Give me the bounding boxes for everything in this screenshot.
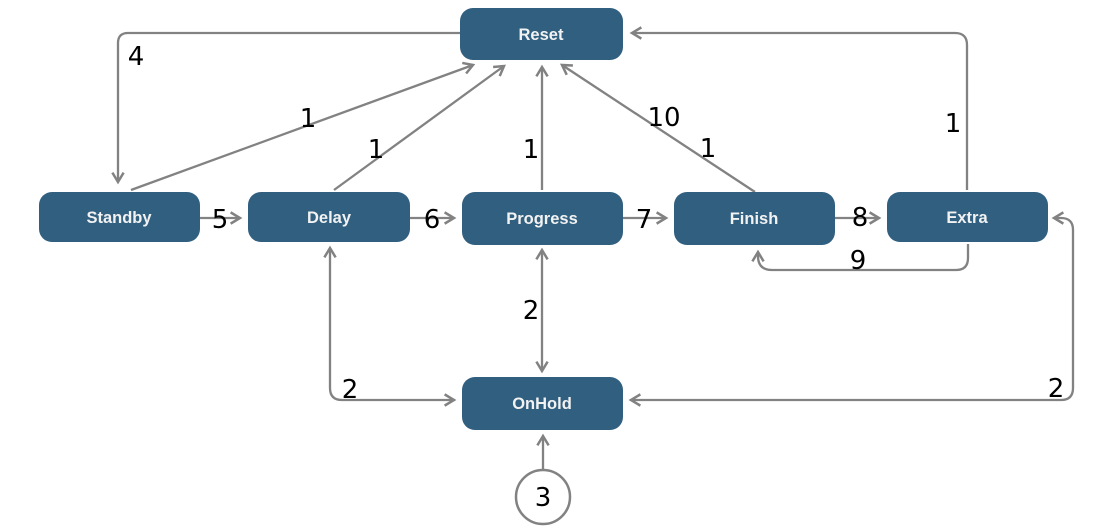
edge-label: 9: [850, 246, 867, 276]
node-label-onhold: OnHold: [512, 395, 572, 413]
edge-extra-onhold-bidirectional: [628, 211, 1075, 407]
edge-label: 7: [636, 205, 653, 235]
edge-standby-to-reset: [130, 61, 476, 192]
edge-delay-onhold-bidirectional: [323, 245, 457, 407]
edge-label: 6: [424, 205, 441, 235]
edge-label: 2: [1048, 374, 1065, 404]
edge-label: 10: [647, 103, 680, 133]
node-label-extra: Extra: [946, 209, 988, 227]
node-standby: Standby: [39, 192, 200, 242]
edge-label: 1: [945, 109, 962, 139]
edge-label: 4: [128, 42, 145, 72]
node-delay: Delay: [248, 192, 410, 242]
edge-label: 8: [852, 203, 869, 233]
node-label-standby: Standby: [86, 209, 152, 227]
node-finish: Finish: [674, 192, 835, 245]
edge-reset-to-standby: [111, 31, 460, 185]
edge-label: 1: [368, 135, 385, 165]
edge-finish-to-reset: [559, 63, 756, 193]
node-onhold: OnHold: [462, 377, 623, 430]
node-extra: Extra: [887, 192, 1048, 242]
edge-label: 1: [700, 134, 717, 164]
edge-label: 5: [212, 205, 229, 235]
edge-label: 2: [523, 296, 540, 326]
node-label-finish: Finish: [730, 210, 779, 228]
node-reset: Reset: [460, 8, 623, 60]
node-label-progress: Progress: [506, 210, 578, 228]
node-label-delay: Delay: [307, 209, 352, 227]
edge-delay-to-reset: [333, 64, 506, 191]
node-start: 3: [514, 468, 572, 526]
edges: [111, 26, 1075, 469]
edge-label: 2: [342, 375, 359, 405]
nodes: Reset Standby Delay Progress Finish Extr…: [39, 8, 1048, 526]
edge-extra-to-reset: [629, 26, 969, 190]
node-label-reset: Reset: [519, 26, 564, 44]
node-label-start: 3: [535, 483, 552, 513]
edge-label: 1: [300, 104, 317, 134]
edge-labels: 5 6 7 8 9 4 1 1 1 10 1 1 2 2 2: [128, 42, 1065, 405]
edge-label: 1: [523, 135, 540, 165]
node-progress: Progress: [462, 192, 623, 245]
